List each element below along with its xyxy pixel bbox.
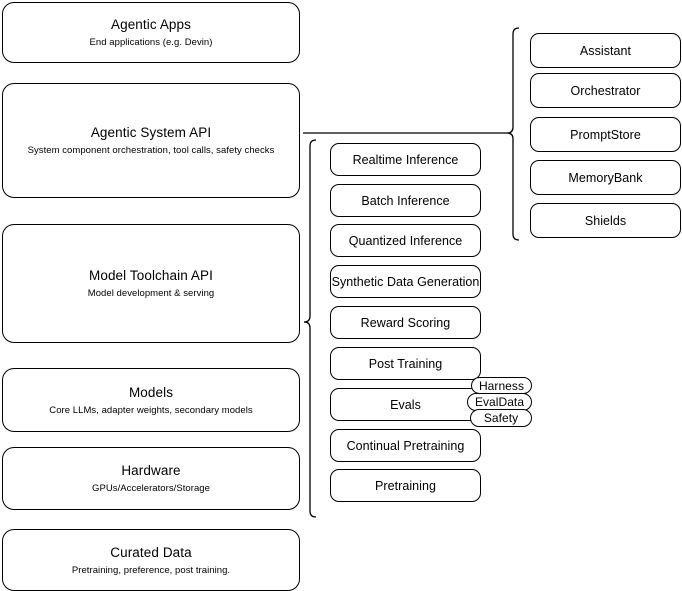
toolchain-item-synthetic-data-generation[interactable]: Synthetic Data Generation	[330, 265, 481, 298]
toolchain-item-label: Post Training	[368, 356, 443, 371]
layer-title: Model Toolchain API	[89, 268, 213, 283]
layer-subtitle: End applications (e.g. Devin)	[89, 37, 213, 48]
layer-subtitle: Pretraining, preference, post training.	[71, 564, 231, 576]
toolchain-item-label: Pretraining	[375, 478, 436, 493]
toolchain-item-realtime-inference[interactable]: Realtime Inference	[330, 143, 481, 176]
toolchain-item-evals[interactable]: Evals	[330, 388, 481, 421]
layer-box-agentic-system-api[interactable]: Agentic System API System component orch…	[2, 83, 300, 198]
system-item-shields[interactable]: Shields	[530, 203, 681, 238]
layer-title: Agentic System API	[90, 125, 212, 140]
toolchain-item-continual-pretraining[interactable]: Continual Pretraining	[330, 429, 481, 462]
eval-pill-label: Harness	[478, 378, 525, 393]
system-item-memorybank[interactable]: MemoryBank	[530, 160, 681, 195]
layer-box-agentic-apps[interactable]: Agentic Apps End applications (e.g. Devi…	[2, 2, 300, 63]
layer-title: Hardware	[121, 463, 181, 478]
layer-title: Agentic Apps	[110, 17, 191, 32]
toolchain-item-post-training[interactable]: Post Training	[330, 347, 481, 380]
toolchain-item-reward-scoring[interactable]: Reward Scoring	[330, 306, 481, 339]
toolchain-item-quantized-inference[interactable]: Quantized Inference	[330, 224, 481, 257]
eval-pill-safety[interactable]: Safety	[470, 409, 532, 427]
toolchain-item-label: Quantized Inference	[348, 233, 463, 248]
system-item-label: Shields	[584, 213, 627, 228]
system-item-label: Assistant	[579, 43, 632, 58]
system-item-label: MemoryBank	[568, 170, 643, 185]
layer-subtitle: GPUs/Accelerators/Storage	[92, 483, 210, 494]
system-components-brace	[506, 27, 520, 241]
layer-box-curated-data[interactable]: Curated Data Pretraining, preference, po…	[2, 529, 300, 591]
layer-title: Curated Data	[110, 544, 192, 560]
system-item-label: PromptStore	[570, 127, 641, 142]
toolchain-components-brace	[303, 139, 317, 518]
layer-box-models[interactable]: Models Core LLMs, adapter weights, secon…	[2, 368, 300, 432]
system-item-assistant[interactable]: Assistant	[530, 33, 681, 68]
layer-box-model-toolchain-api[interactable]: Model Toolchain API Model development & …	[2, 224, 300, 343]
layer-box-hardware[interactable]: Hardware GPUs/Accelerators/Storage	[2, 447, 300, 510]
eval-pill-harness[interactable]: Harness	[471, 377, 532, 394]
toolchain-item-label: Synthetic Data Generation	[331, 274, 480, 289]
toolchain-item-label: Reward Scoring	[360, 315, 451, 330]
toolchain-item-label: Realtime Inference	[352, 152, 459, 167]
toolchain-item-label: Batch Inference	[361, 193, 450, 208]
system-item-promptstore[interactable]: PromptStore	[530, 117, 681, 152]
eval-pill-label: Safety	[483, 411, 519, 425]
layer-subtitle: Core LLMs, adapter weights, secondary mo…	[49, 404, 253, 416]
system-item-label: Orchestrator	[570, 83, 641, 98]
system-item-orchestrator[interactable]: Orchestrator	[530, 73, 681, 108]
toolchain-item-label: Continual Pretraining	[346, 438, 465, 453]
eval-pill-label: EvalData	[474, 395, 525, 409]
layer-subtitle: Model development & serving	[87, 288, 215, 299]
layer-title: Models	[128, 384, 174, 400]
toolchain-item-batch-inference[interactable]: Batch Inference	[330, 184, 481, 217]
toolchain-item-label: Evals	[390, 397, 421, 412]
layer-subtitle: System component orchestration, tool cal…	[27, 145, 275, 156]
toolchain-item-pretraining[interactable]: Pretraining	[330, 469, 481, 502]
